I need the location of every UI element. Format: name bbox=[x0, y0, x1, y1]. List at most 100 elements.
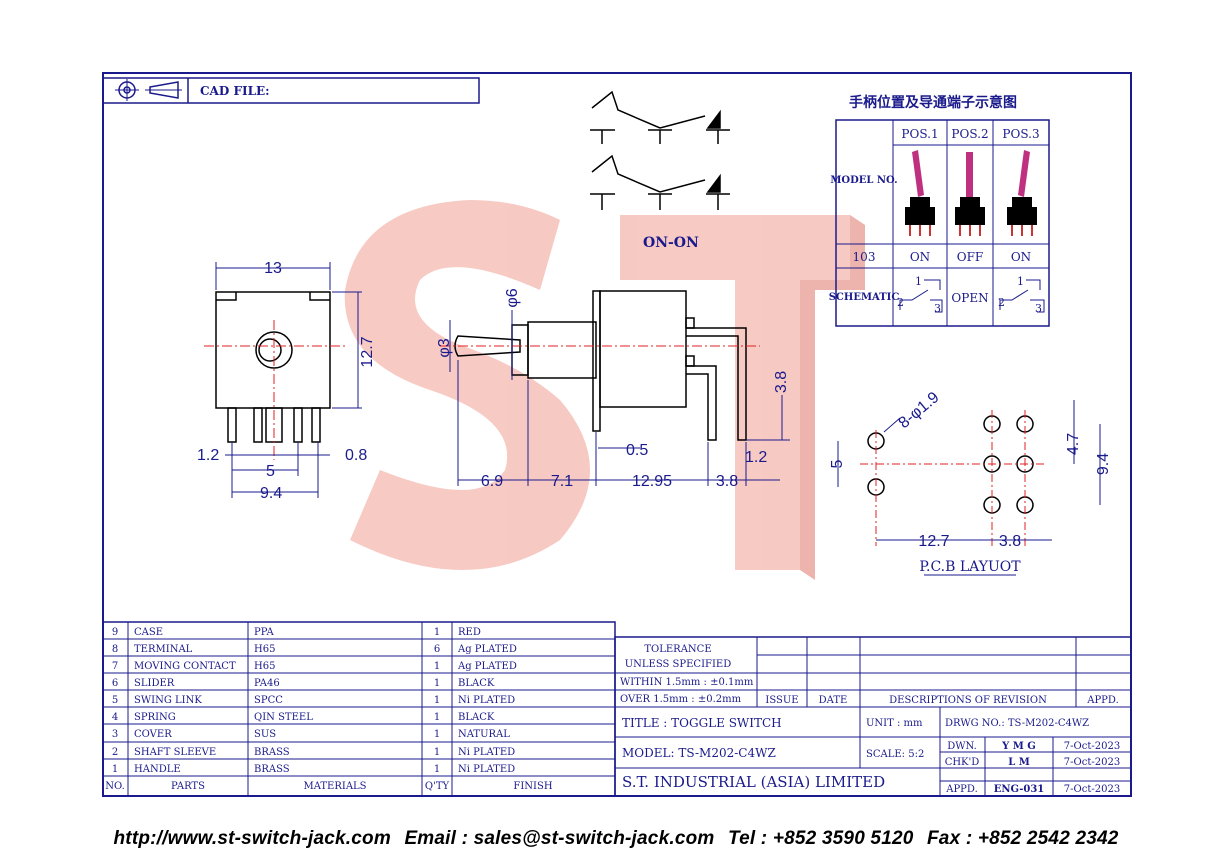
bom-cell-material: SPCC bbox=[254, 695, 283, 706]
cad-header: CAD FILE: bbox=[102, 77, 480, 104]
bom-cell-material: PPA bbox=[254, 627, 275, 638]
bom-cell-finish: NATURAL bbox=[458, 729, 510, 740]
side-view bbox=[454, 290, 747, 441]
dim-height-12-7: 12.7 bbox=[359, 336, 376, 367]
dwn-name: Y M G bbox=[1001, 741, 1036, 752]
model-number: 103 bbox=[853, 250, 876, 264]
bom-cell-no: 9 bbox=[112, 627, 118, 638]
front-dimensions bbox=[215, 262, 362, 498]
pcb-layout-label: P.C.B LAYUOT bbox=[919, 559, 1021, 575]
bom-cell-qty: 1 bbox=[434, 678, 440, 689]
telephone-text: Tel : +852 3590 5120 bbox=[727, 828, 914, 849]
dim-1-2-side: 1.2 bbox=[745, 449, 767, 466]
side-dimensions bbox=[449, 310, 790, 486]
svg-text:1: 1 bbox=[1017, 275, 1024, 288]
schematic-pos3-icon: 1 2 3 bbox=[998, 275, 1045, 315]
bom-header-materials: MATERIALS bbox=[303, 781, 366, 792]
bom-cell-material: BRASS bbox=[254, 747, 290, 758]
unless-specified-label: UNLESS SPECIFIED bbox=[625, 659, 732, 670]
st-watermark-logo bbox=[344, 200, 865, 580]
title-block: TOLERANCE UNLESS SPECIFIED WITHIN 1.5mm … bbox=[614, 636, 1132, 797]
bom-cell-part: SLIDER bbox=[134, 678, 175, 689]
appd-header: APPD. bbox=[1086, 695, 1119, 706]
dim-0-8: 0.8 bbox=[345, 447, 367, 464]
tolerance-label: TOLERANCE bbox=[644, 644, 711, 655]
dim-9-4-front: 9.4 bbox=[260, 485, 282, 502]
revision-header: DESCRIPTIONS OF REVISION bbox=[889, 695, 1047, 706]
bom-cell-part: SHAFT SLEEVE bbox=[134, 747, 216, 758]
dim-1-2-front: 1.2 bbox=[197, 447, 219, 464]
dim-pcb-12-7: 12.7 bbox=[918, 533, 949, 550]
bom-cell-finish: RED bbox=[458, 627, 481, 638]
bom-header-qty: Q'TY bbox=[425, 781, 450, 792]
pcb-dimensions bbox=[837, 400, 1101, 541]
projection-symbol-icon bbox=[115, 79, 182, 101]
dwn-label: DWN. bbox=[947, 741, 977, 752]
bom-cell-material: H65 bbox=[254, 644, 275, 655]
email-link[interactable]: Email : sales@st-switch-jack.com bbox=[404, 828, 715, 849]
chkd-label: CHK'D bbox=[945, 757, 980, 768]
on-on-schematic-symbols bbox=[590, 90, 730, 210]
dwn-date: 7-Oct-2023 bbox=[1064, 741, 1120, 752]
dim-phi3: φ3 bbox=[436, 338, 453, 357]
appd-label: APPD. bbox=[945, 784, 978, 795]
pos2-header: POS.2 bbox=[951, 127, 988, 141]
pos2-state: OFF bbox=[957, 250, 984, 264]
bom-cell-finish: Ni PLATED bbox=[458, 695, 515, 706]
dim-pcb-9-4: 9.4 bbox=[1095, 453, 1112, 475]
bom-cell-material: BRASS bbox=[254, 764, 290, 775]
bom-cell-no: 6 bbox=[112, 678, 118, 689]
front-view bbox=[215, 291, 331, 443]
toggle-pos3-icon bbox=[1007, 150, 1037, 236]
toggle-pos2-icon bbox=[955, 152, 985, 236]
website-link[interactable]: http://www.st-switch-jack.com bbox=[113, 828, 391, 849]
dim-8-phi1-9: 8-φ1.9 bbox=[896, 389, 943, 432]
bom-cell-finish: BLACK bbox=[458, 712, 495, 723]
bom-cell-finish: Ni PLATED bbox=[458, 747, 515, 758]
bom-cell-no: 2 bbox=[112, 747, 118, 758]
dim-6-9: 6.9 bbox=[481, 473, 503, 490]
dim-12-95: 12.95 bbox=[632, 473, 672, 490]
bom-cell-no: 3 bbox=[112, 729, 118, 740]
contact-footer: http://www.st-switch-jack.com Email : sa… bbox=[0, 828, 1232, 850]
bom-cell-material: SUS bbox=[254, 729, 276, 740]
dim-pcb-5: 5 bbox=[829, 459, 846, 468]
bom-cell-no: 1 bbox=[112, 764, 118, 775]
bom-cell-qty: 1 bbox=[434, 712, 440, 723]
pos3-header: POS.3 bbox=[1002, 127, 1039, 141]
bom-cell-qty: 1 bbox=[434, 695, 440, 706]
bom-cell-material: QIN STEEL bbox=[254, 712, 313, 723]
bom-cell-part: SPRING bbox=[134, 712, 176, 723]
svg-text:2: 2 bbox=[998, 296, 1005, 309]
date-header: DATE bbox=[819, 695, 848, 706]
scale-label: SCALE: 5:2 bbox=[866, 749, 924, 760]
bom-cell-finish: Ag PLATED bbox=[457, 661, 517, 672]
bom-header-finish: FINISH bbox=[513, 781, 552, 792]
bom-header-no: NO. bbox=[105, 781, 125, 792]
chkd-name: L M bbox=[1008, 757, 1030, 768]
svg-text:3: 3 bbox=[1035, 302, 1042, 315]
fax-text: Fax : +852 2542 2342 bbox=[927, 828, 1119, 849]
position-table: 手柄位置及导通端子示意图 POS.1 POS.2 POS.3 MODEL NO. bbox=[829, 94, 1050, 327]
model-no-label: MODEL NO. bbox=[830, 175, 897, 186]
open-label: OPEN bbox=[951, 291, 988, 305]
bom-cell-qty: 1 bbox=[434, 627, 440, 638]
appd-date: 7-Oct-2023 bbox=[1064, 784, 1120, 795]
bom-cell-qty: 6 bbox=[434, 644, 440, 655]
bom-cell-material: PA46 bbox=[254, 678, 280, 689]
bom-cell-qty: 1 bbox=[434, 729, 440, 740]
company-name: S.T. INDUSTRIAL (ASIA) LIMITED bbox=[622, 773, 885, 791]
bom-cell-no: 8 bbox=[112, 644, 118, 655]
dim-width-13: 13 bbox=[264, 260, 282, 277]
dim-3-8-horizontal: 3.8 bbox=[716, 473, 738, 490]
dim-5-front: 5 bbox=[266, 463, 275, 480]
toggle-pos1-icon bbox=[905, 150, 935, 236]
bom-cell-part: COVER bbox=[134, 729, 172, 740]
appd-name: ENG-031 bbox=[994, 784, 1045, 795]
dim-pcb-4-7: 4.7 bbox=[1065, 433, 1082, 455]
schematic-pos1-icon: 1 2 3 bbox=[897, 275, 943, 315]
bom-cell-no: 5 bbox=[112, 695, 118, 706]
issue-header: ISSUE bbox=[765, 695, 798, 706]
bom-cell-qty: 1 bbox=[434, 764, 440, 775]
